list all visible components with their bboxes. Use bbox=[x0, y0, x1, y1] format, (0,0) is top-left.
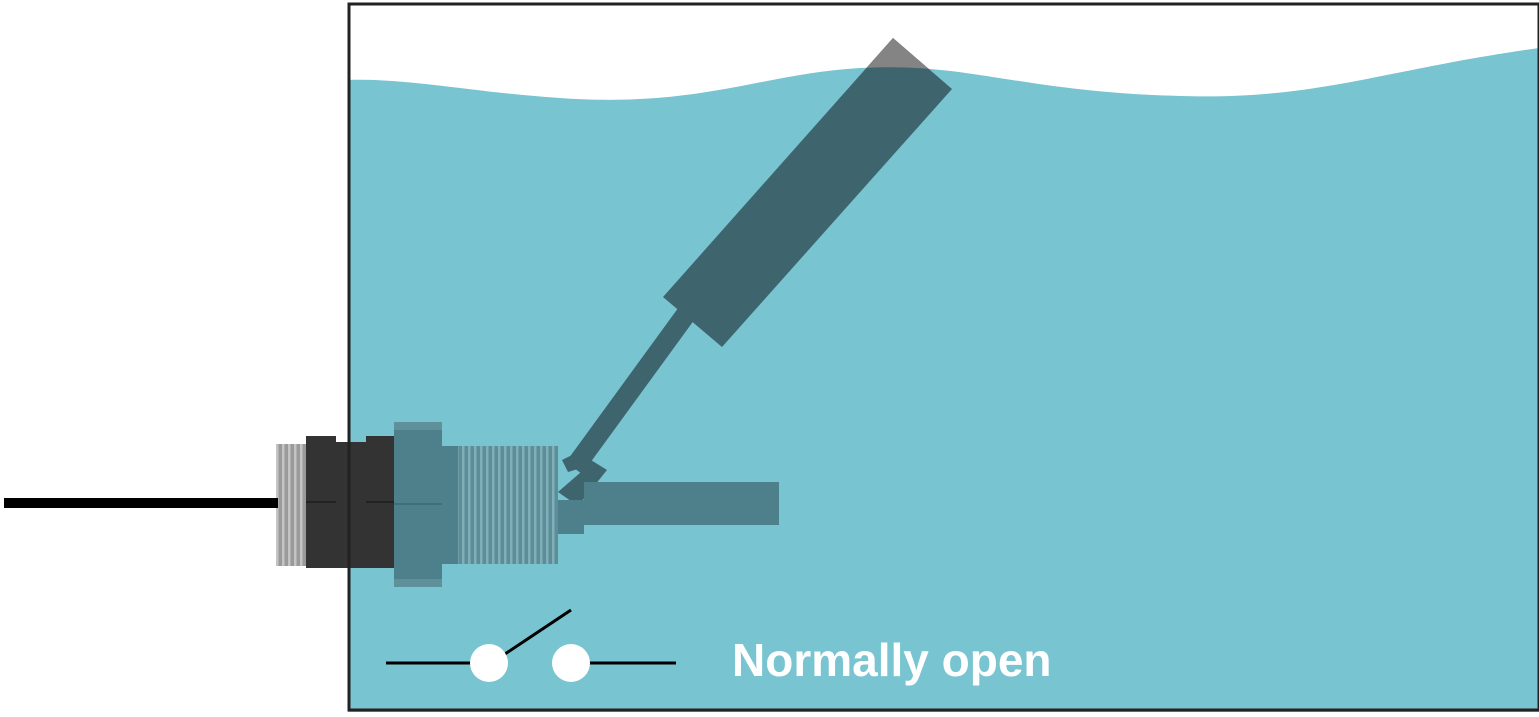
float-pivot bbox=[558, 452, 607, 506]
inner-thread bbox=[440, 446, 558, 564]
float-arm bbox=[566, 300, 700, 474]
outer-thread bbox=[276, 444, 308, 566]
float-assembly bbox=[558, 38, 952, 506]
water bbox=[348, 48, 1539, 712]
cable bbox=[4, 498, 278, 508]
float-body bbox=[663, 38, 952, 347]
outer-fitting bbox=[276, 436, 394, 568]
switch-symbol bbox=[386, 608, 676, 682]
switch-contact-left bbox=[470, 644, 508, 682]
tank-outline bbox=[347, 2, 1539, 712]
outer-washer bbox=[336, 442, 366, 568]
switch-blade bbox=[495, 608, 572, 662]
inner-thread-base bbox=[440, 446, 458, 564]
inner-hex-nut bbox=[394, 422, 442, 587]
switch-contact-right bbox=[552, 644, 590, 682]
switch-state-label: Normally open bbox=[732, 634, 1052, 686]
switch-stem bbox=[584, 482, 779, 525]
switch-stem-collar bbox=[556, 500, 584, 534]
